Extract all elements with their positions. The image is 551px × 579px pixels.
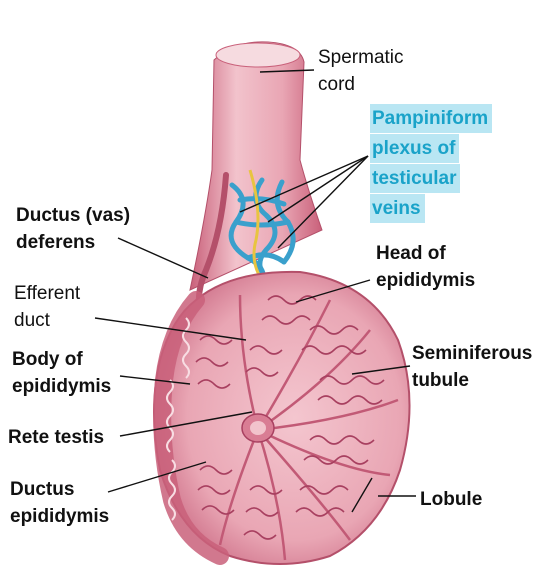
- label-seminiferous-tubule-line-1: Seminiferous: [412, 343, 533, 364]
- label-pampiniform-line-1: Pampiniform: [370, 104, 493, 133]
- label-pampiniform-plexus: Pampiniform plexus of testicular veins: [370, 104, 493, 224]
- label-lobule-text: Lobule: [420, 489, 483, 510]
- label-efferent-duct-line-1: Efferent: [14, 283, 81, 304]
- label-seminiferous-tubule: Seminiferous tubule: [412, 340, 532, 394]
- label-lobule: Lobule: [420, 486, 482, 513]
- label-spermatic-cord-line-1: Spermatic: [318, 47, 404, 68]
- label-body-epididymis-line-1: Body of: [12, 349, 83, 370]
- label-efferent-duct-line-2: duct: [14, 310, 50, 331]
- label-head-epididymis: Head of epididymis: [376, 240, 475, 294]
- leader-lines: [94, 69, 416, 513]
- label-head-epididymis-line-1: Head of: [376, 243, 446, 264]
- label-ductus-epididymis-line-2: epididymis: [10, 506, 110, 527]
- label-efferent-duct: Efferent duct: [14, 280, 80, 334]
- epididymis: [153, 291, 229, 565]
- label-ductus-deferens: Ductus (vas) deferens: [16, 202, 130, 256]
- seminiferous-tubules: [195, 295, 385, 540]
- label-pampiniform-line-4: veins: [370, 194, 425, 223]
- label-seminiferous-tubule-line-2: tubule: [412, 370, 469, 391]
- label-body-epididymis-line-2: epididymis: [12, 376, 112, 397]
- label-pampiniform-line-2: plexus of: [370, 134, 460, 163]
- label-rete-testis-text: Rete testis: [8, 427, 105, 448]
- label-rete-testis: Rete testis: [8, 424, 104, 451]
- testicular-artery: [248, 169, 264, 281]
- cord-cut-end: [215, 42, 301, 68]
- rete-testis: [241, 413, 275, 443]
- label-ductus-epididymis: Ductus epididymis: [10, 476, 109, 530]
- label-spermatic-cord-line-2: cord: [318, 74, 355, 95]
- label-ductus-deferens-line-1: Ductus (vas): [16, 205, 131, 226]
- ductus-epididymis-coils: [166, 317, 190, 521]
- label-head-epididymis-line-2: epididymis: [376, 270, 476, 291]
- label-pampiniform-line-3: testicular: [370, 164, 461, 193]
- label-spermatic-cord: Spermatic cord: [318, 44, 404, 98]
- label-ductus-epididymis-line-1: Ductus: [10, 479, 75, 500]
- label-body-epididymis: Body of epididymis: [12, 346, 111, 400]
- lobule-septa: [218, 294, 399, 561]
- label-ductus-deferens-line-2: deferens: [16, 232, 96, 253]
